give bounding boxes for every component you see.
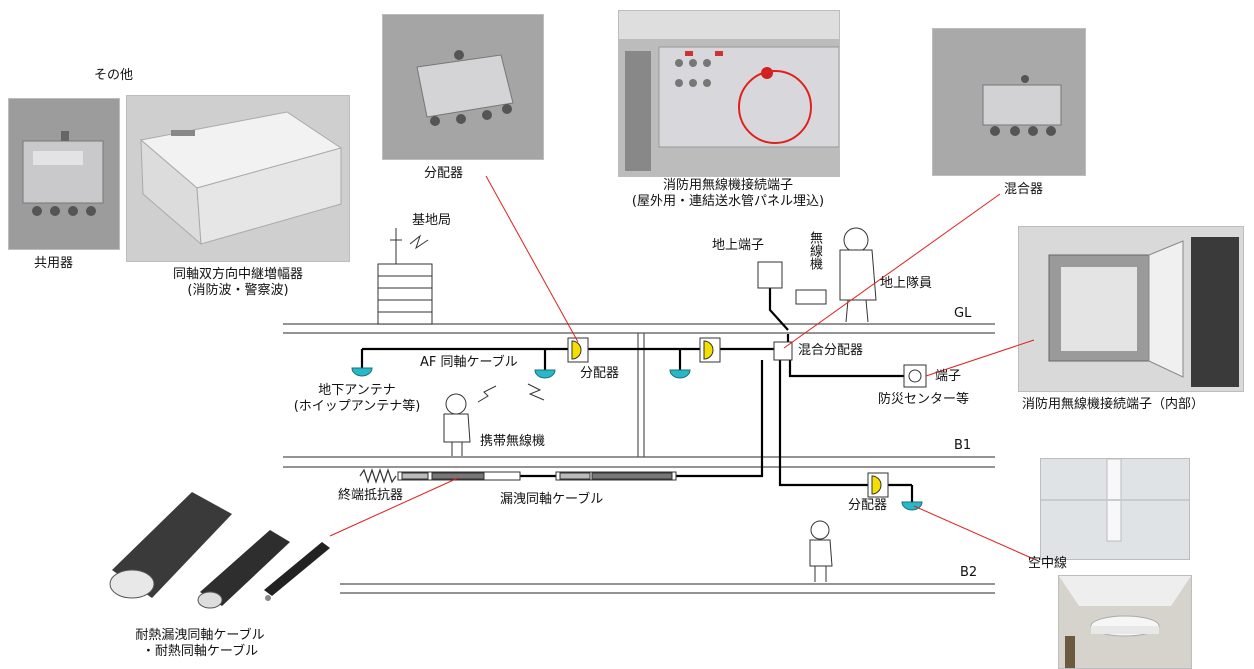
ground-crew-label: 地上隊員 bbox=[880, 276, 933, 291]
af-cable-label: AF 同軸ケーブル bbox=[420, 355, 518, 370]
splitter-photo-label: 分配器 bbox=[424, 166, 464, 181]
splitter-photo bbox=[382, 14, 544, 160]
heat-cable-photo bbox=[92, 480, 342, 620]
underground-antenna-label-line1: 地下アンテナ bbox=[318, 383, 396, 398]
outdoor-terminal-label-line2: (屋外用・連結送水管パネル埋込) bbox=[631, 194, 825, 210]
mixer-photo bbox=[932, 28, 1086, 176]
antennas bbox=[351, 367, 923, 511]
ground-terminal-label: 地上端子 bbox=[712, 238, 765, 253]
base-station-building bbox=[377, 228, 433, 325]
amplifier-photo bbox=[126, 95, 350, 262]
radio-wave-marks bbox=[477, 383, 545, 403]
aerial-antenna-photo-2 bbox=[1058, 575, 1192, 669]
splitter-2-label: 分配器 bbox=[848, 498, 888, 513]
outdoor-terminal-label-line1: 消防用無線機接続端子 bbox=[662, 178, 793, 193]
floor-b2-label: B2 bbox=[960, 565, 978, 580]
terminal-box bbox=[903, 364, 927, 388]
diplexer-label: 共用器 bbox=[34, 256, 74, 271]
inner-terminal-photo bbox=[1018, 226, 1244, 392]
b2-worker-figure bbox=[809, 520, 833, 582]
aerial-antenna-label: 空中線 bbox=[1028, 556, 1068, 571]
other-label: その他 bbox=[94, 68, 134, 83]
leaky-cable-label: 漏洩同軸ケーブル bbox=[500, 492, 604, 507]
floor-gl-label: GL bbox=[954, 306, 972, 321]
splitter-1-label: 分配器 bbox=[580, 366, 620, 381]
terminator-label: 終端抵抗器 bbox=[338, 488, 404, 503]
outdoor-terminal-photo bbox=[618, 10, 840, 177]
amplifier-label-line2: (消防波・警察波) bbox=[187, 283, 289, 299]
terminator-resistor bbox=[359, 468, 397, 484]
underground-antenna-label-line2: (ホイップアンテナ等) bbox=[293, 399, 421, 415]
base-station-label: 基地局 bbox=[412, 213, 452, 228]
mix-splitter-label: 混合分配器 bbox=[798, 343, 864, 358]
leaky-coax-cable bbox=[397, 471, 677, 481]
splitter-1 bbox=[567, 337, 589, 363]
radio-vertical-text: 無線機 bbox=[806, 231, 822, 270]
column bbox=[637, 333, 645, 457]
floor-b2 bbox=[340, 583, 995, 594]
underground-antenna-label: 地下アンテナ (ホイップアンテナ等) bbox=[262, 383, 452, 416]
diplexer-photo bbox=[8, 98, 120, 250]
portable-radio-figure bbox=[443, 393, 471, 456]
floor-gl bbox=[283, 323, 995, 334]
floor-b1 bbox=[283, 456, 995, 468]
disaster-center-label: 防災センター等 bbox=[878, 392, 970, 407]
outdoor-terminal-label: 消防用無線機接続端子 (屋外用・連結送水管パネル埋込) bbox=[608, 178, 848, 211]
inner-terminal-label: 消防用無線機接続端子（内部） bbox=[1022, 397, 1205, 412]
heat-cable-label-line2: ・耐熱同軸ケーブル bbox=[141, 644, 259, 660]
splitter-middle bbox=[699, 337, 721, 363]
floor-b1-label: B1 bbox=[954, 438, 972, 453]
amplifier-label-line1: 同軸双方向中継増幅器 bbox=[172, 267, 303, 282]
terminal-label: 端子 bbox=[935, 369, 962, 384]
mixer-photo-label: 混合器 bbox=[1004, 182, 1044, 197]
callout-lines bbox=[329, 175, 1037, 561]
radio-vertical-label: 無線機 bbox=[806, 231, 822, 275]
ground-terminal-box bbox=[757, 261, 827, 305]
aerial-antenna-photo-1 bbox=[1040, 458, 1190, 560]
splitter-2 bbox=[867, 472, 889, 498]
amplifier-label: 同軸双方向中継増幅器 (消防波・警察波) bbox=[140, 267, 336, 300]
mix-splitter-box bbox=[773, 341, 793, 361]
portable-radio-label: 携帯無線機 bbox=[480, 434, 546, 449]
heat-cable-label-line1: 耐熱漏洩同軸ケーブル bbox=[135, 628, 265, 643]
ground-crew-figure bbox=[839, 227, 877, 323]
heat-cable-label: 耐熱漏洩同軸ケーブル ・耐熱同軸ケーブル bbox=[110, 628, 290, 661]
